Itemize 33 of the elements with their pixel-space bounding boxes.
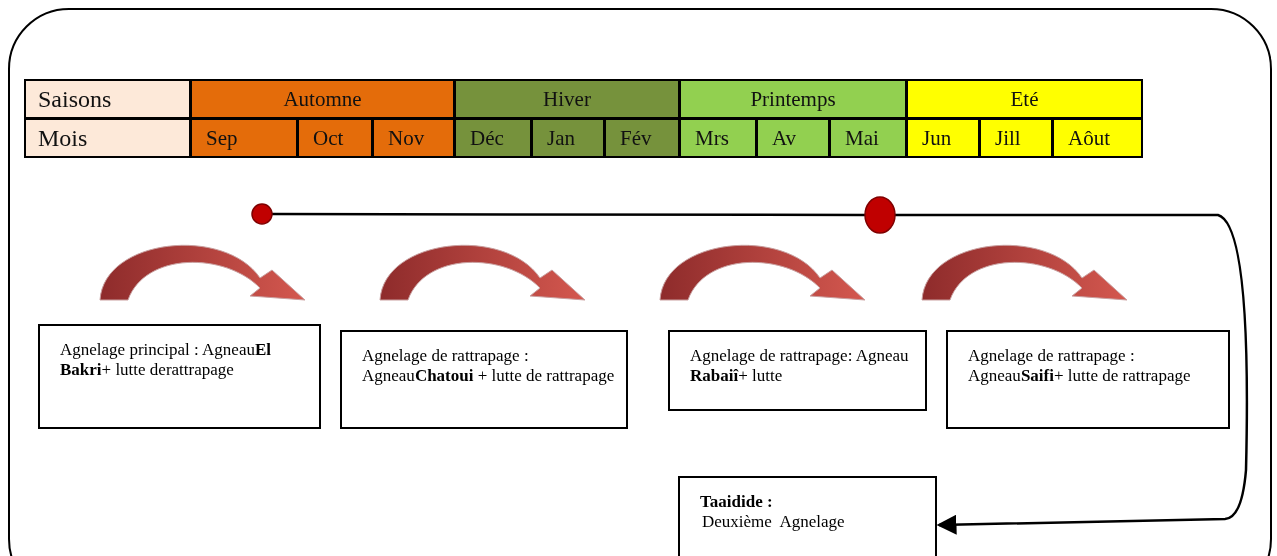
season-cell: Printemps — [679, 79, 907, 119]
row-header-cell: Saisons — [24, 79, 191, 119]
month-cell: Jill — [979, 118, 1053, 158]
season-cell: Automne — [190, 79, 455, 119]
text-box — [946, 330, 1230, 429]
month-cell: Oct — [297, 118, 373, 158]
month-cell: Nov — [372, 118, 455, 158]
connector-line — [272, 212, 865, 217]
season-cell: Eté — [906, 79, 1143, 119]
text-box — [38, 324, 321, 429]
month-cell: Sep — [190, 118, 298, 158]
month-cell: Aôut — [1052, 118, 1143, 158]
month-cell: Jan — [531, 118, 605, 158]
arrow — [895, 213, 1249, 535]
row-header-cell: Mois — [24, 118, 191, 158]
box-text: Agnelage de rattrapage : AgneauSaifi+ lutte de rattrapage — [968, 346, 1192, 386]
text-box — [340, 330, 628, 429]
month-cell: Jun — [906, 118, 980, 158]
text-box — [668, 330, 927, 411]
box-text: Agnelage principal : AgneauEl Bakri+ lutte derattrapage — [60, 340, 273, 380]
month-cell: Déc — [454, 118, 532, 158]
month-cell: Av — [756, 118, 830, 158]
box-text: Agnelage de rattrapage: Agneau Rabaiî+ lutte — [690, 346, 910, 386]
box-heading: Taaidide : — [700, 492, 774, 512]
month-cell: Fév — [604, 118, 680, 158]
box-text: Deuxième Agnelage — [701, 512, 846, 532]
month-cell: Mai — [829, 118, 907, 158]
month-cell: Mrs — [679, 118, 757, 158]
timeline-dot — [251, 203, 273, 225]
timeline-dot — [864, 196, 896, 234]
season-cell: Hiver — [454, 79, 680, 119]
box-text: Agnelage de rattrapage : AgneauChatoui + lutte de rattrapage — [362, 346, 616, 386]
text-box — [678, 476, 937, 556]
